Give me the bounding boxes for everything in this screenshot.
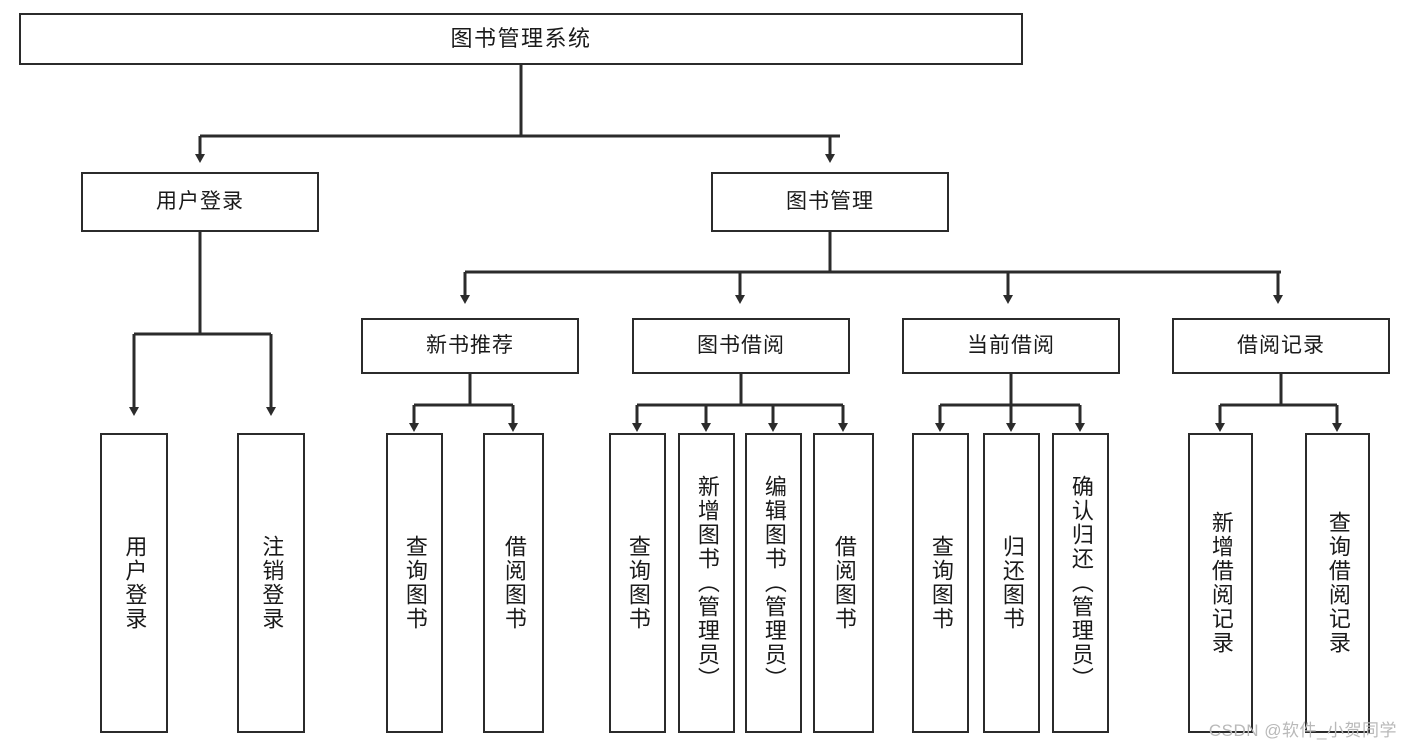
node-leaf-query-book-3[interactable]: 查询图书 — [912, 433, 969, 733]
node-leaf-logout[interactable]: 注销登录 — [237, 433, 305, 733]
node-label: 借阅记录 — [1237, 334, 1325, 358]
node-new-book-rec[interactable]: 新书推荐 — [361, 318, 579, 374]
node-label: 新增借阅记录 — [1208, 511, 1234, 655]
node-label: 借阅图书 — [831, 535, 857, 631]
node-label: 查询图书 — [625, 535, 651, 631]
node-label: 查询图书 — [928, 535, 954, 631]
node-label: 确认归还（管理员） — [1068, 475, 1094, 691]
node-current-borrow[interactable]: 当前借阅 — [902, 318, 1120, 374]
node-label: 当前借阅 — [967, 334, 1055, 358]
node-leaf-query-book-1[interactable]: 查询图书 — [386, 433, 443, 733]
node-label: 用户登录 — [156, 190, 244, 214]
node-label: 图书管理系统 — [450, 25, 592, 51]
node-label: 新增图书（管理员） — [694, 475, 720, 691]
node-leaf-borrow-book-2[interactable]: 借阅图书 — [813, 433, 874, 733]
node-label: 图书管理 — [786, 190, 874, 214]
node-label: 借阅图书 — [501, 535, 527, 631]
node-borrow-record[interactable]: 借阅记录 — [1172, 318, 1390, 374]
node-leaf-user-login[interactable]: 用户登录 — [100, 433, 168, 733]
node-leaf-query-record[interactable]: 查询借阅记录 — [1305, 433, 1370, 733]
node-leaf-borrow-book-1[interactable]: 借阅图书 — [483, 433, 544, 733]
node-label: 用户登录 — [122, 535, 148, 631]
node-label: 新书推荐 — [426, 334, 514, 358]
node-user-login[interactable]: 用户登录 — [81, 172, 319, 232]
node-book-borrow[interactable]: 图书借阅 — [632, 318, 850, 374]
node-leaf-return-book[interactable]: 归还图书 — [983, 433, 1040, 733]
node-label: 查询图书 — [402, 535, 428, 631]
node-label: 归还图书 — [999, 535, 1025, 631]
node-label: 查询借阅记录 — [1325, 511, 1351, 655]
node-leaf-confirm-return[interactable]: 确认归还（管理员） — [1052, 433, 1109, 733]
node-label: 编辑图书（管理员） — [761, 475, 787, 691]
csdn-watermark: CSDN @软件_小贺同学 — [1208, 721, 1397, 740]
node-label: 图书借阅 — [697, 334, 785, 358]
node-leaf-add-record[interactable]: 新增借阅记录 — [1188, 433, 1253, 733]
node-book-manage[interactable]: 图书管理 — [711, 172, 949, 232]
node-root-system[interactable]: 图书管理系统 — [19, 13, 1023, 65]
node-leaf-add-book-admin[interactable]: 新增图书（管理员） — [678, 433, 735, 733]
node-label: 注销登录 — [259, 535, 285, 631]
node-leaf-edit-book-admin[interactable]: 编辑图书（管理员） — [745, 433, 802, 733]
node-leaf-query-book-2[interactable]: 查询图书 — [609, 433, 666, 733]
